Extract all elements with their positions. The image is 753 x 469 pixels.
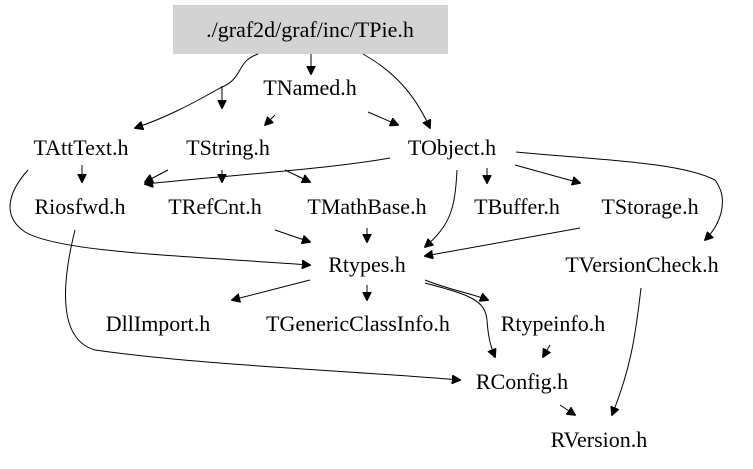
nodes: ./graf2d/graf/inc/TPie.h TNamed.h TAttTe… [33,17,718,452]
node-tstring[interactable]: TString.h [186,135,270,160]
edge-root-tatttext [135,53,259,128]
node-tnamed[interactable]: TNamed.h [263,75,356,100]
node-rversion[interactable]: RVersion.h [551,427,648,452]
node-tversioncheck[interactable]: TVersionCheck.h [565,252,718,277]
edge-tobject-rtypes [425,169,458,247]
edge-tobject-tstorage [514,164,580,183]
node-root[interactable]: ./graf2d/graf/inc/TPie.h [206,17,414,42]
node-tbuffer[interactable]: TBuffer.h [474,194,560,219]
node-tgenericclassinfo[interactable]: TGenericClassInfo.h [266,311,450,336]
node-riosfwd[interactable]: Riosfwd.h [34,194,125,219]
edge-rtypeinfo-rconfig [543,344,550,357]
edge-tobject-tversioncheck [515,151,723,240]
node-rconfig[interactable]: RConfig.h [476,369,568,394]
edge-tstorage-rtypes [425,227,581,256]
edge-rtypes-rtypeinfo [424,279,488,300]
edge-tnamed-tobject [367,111,398,125]
edge-root-tobject [362,53,430,128]
root-node-box[interactable] [173,5,448,54]
edge-rtypes-rconfig [424,282,495,357]
edge-tobject-riosfwd [145,157,391,184]
node-rtypes[interactable]: Rtypes.h [328,252,406,277]
edge-tstring-tmathbase [284,169,310,182]
edge-tversioncheck-rversion [612,287,642,415]
node-tatttext[interactable]: TAttText.h [33,135,128,160]
edge-rtypes-dllimport [232,279,311,300]
edges [9,53,723,415]
node-tmathbase[interactable]: TMathBase.h [307,194,426,219]
node-tobject[interactable]: TObject.h [408,135,496,160]
node-trefcnt[interactable]: TRefCnt.h [168,194,262,219]
edge-rconfig-rversion [559,404,575,415]
edge-tnamed-tstring [265,114,276,125]
node-rtypeinfo[interactable]: Rtypeinfo.h [501,311,606,336]
edge-riosfwd-rconfig [64,229,460,380]
node-dllimport[interactable]: DllImport.h [106,311,211,336]
edge-tstring-riosfwd [145,169,169,182]
node-tstorage[interactable]: TStorage.h [601,194,698,219]
edge-trefcnt-rtypes [274,229,310,242]
edge-tatttext-rtypes [9,169,310,265]
